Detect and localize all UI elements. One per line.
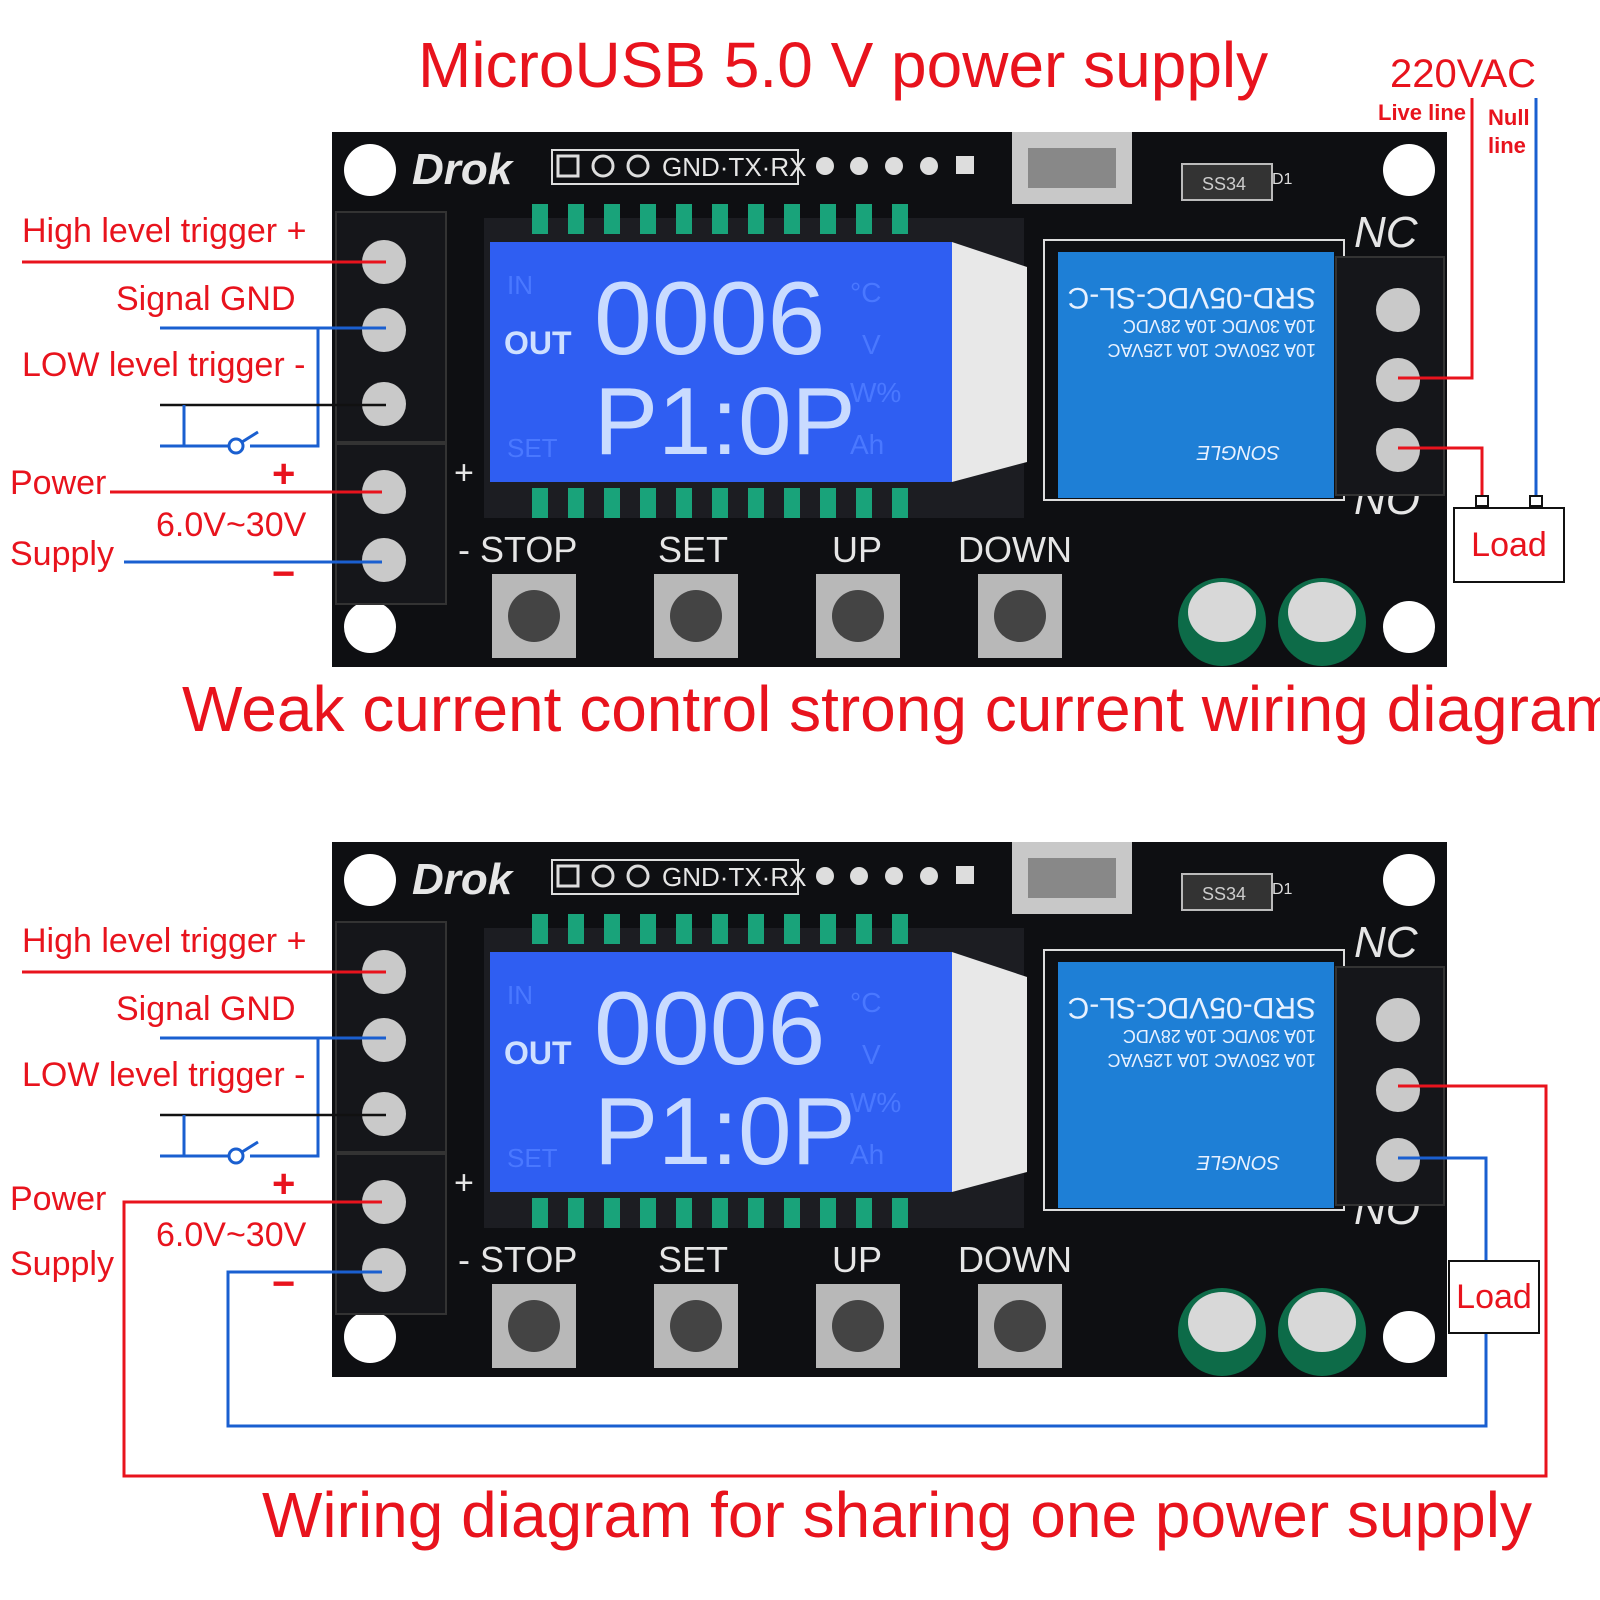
minus-sign-bottom: − (272, 1262, 296, 1306)
diode-label: SS34 (1202, 174, 1246, 194)
board-bottom-svg: Drok GND·TX·RX SS34 D1 IN OUT SET 0006 (332, 842, 1447, 1377)
relay-model: SRD-05VDC-SL-C (1068, 281, 1316, 314)
lcd-unit-v: V (862, 1039, 881, 1070)
lcd-line-1: 0006 (594, 261, 825, 377)
lcd-set-label: SET (507, 1143, 558, 1173)
relay-model: SRD-05VDC-SL-C (1068, 991, 1316, 1024)
voltage-range-top: 6.0V~30V (156, 506, 307, 544)
lcd-line-2: P1:0P (594, 368, 856, 475)
lcd-unit-ah: Ah (850, 429, 884, 460)
relay-rating-1: 10A 30VDC 10A 28VDC (1123, 316, 1316, 336)
voltage-range-bottom: 6.0V~30V (156, 1216, 307, 1254)
lcd-unit-w: W% (850, 1087, 901, 1118)
high-trigger-label-top: High level trigger + (22, 212, 307, 250)
brand-logo: Drok (412, 145, 515, 194)
signal-gnd-label-bottom: Signal GND (116, 990, 296, 1028)
diode-ref: D1 (1272, 881, 1293, 898)
pcb-plus-label: + (454, 454, 474, 492)
nc-label: NC (1354, 208, 1419, 257)
lcd-set-label: SET (507, 433, 558, 463)
live-line-label: Live line (1378, 100, 1467, 125)
nc-label: NC (1354, 918, 1419, 967)
stop-button-label: - STOP (458, 529, 577, 570)
high-trigger-label-bottom: High level trigger + (22, 922, 307, 960)
signal-gnd-label-top: Signal GND (116, 280, 296, 318)
lcd-line-1: 0006 (594, 971, 825, 1087)
diode-label: SS34 (1202, 884, 1246, 904)
mains-voltage: 220VAC (1390, 52, 1537, 96)
bottom-title: Wiring diagram for sharing one power sup… (262, 1479, 1532, 1551)
brand-logo: Drok (412, 855, 515, 904)
null-line-label: Null line (1488, 105, 1530, 158)
middle-title: Weak current control strong current wiri… (182, 673, 1600, 745)
load-box-top: Load (1453, 507, 1565, 583)
up-button-label: UP (832, 1239, 882, 1280)
diode-ref: D1 (1272, 171, 1293, 188)
top-wires (22, 98, 1543, 564)
load-box-bottom: Load (1448, 1260, 1540, 1334)
down-button-label: DOWN (958, 1239, 1072, 1280)
lcd-line-2: P1:0P (594, 1078, 856, 1185)
down-button-label: DOWN (958, 529, 1072, 570)
lcd-in-label: IN (507, 270, 533, 300)
relay-rating-2: 10A 250VAC 10A 125VAC (1108, 1050, 1317, 1070)
lcd-unit-w: W% (850, 377, 901, 408)
header-pin-label: GND·TX·RX (662, 152, 806, 182)
relay-brand: SONGLE (1196, 1151, 1280, 1173)
lcd-unit-c: °C (850, 987, 881, 1018)
minus-sign-top: − (272, 552, 296, 596)
supply-label-bottom: Supply (10, 1245, 114, 1283)
up-button-label: UP (832, 529, 882, 570)
board-top: Drok GND·TX·RX SS34 D1 IN OUT (332, 132, 1447, 672)
board-bottom: Drok GND·TX·RX SS34 D1 IN OUT SET 0006 (332, 842, 1447, 1382)
plus-sign-bottom: + (272, 1162, 296, 1206)
plus-sign-top: + (272, 452, 296, 496)
relay-brand: SONGLE (1196, 441, 1280, 463)
board-top-svg: Drok GND·TX·RX SS34 D1 IN OUT (332, 132, 1447, 667)
relay-rating-2: 10A 250VAC 10A 125VAC (1108, 340, 1317, 360)
header-pin-label: GND·TX·RX (662, 862, 806, 892)
set-button-label: SET (658, 1239, 728, 1280)
set-button-label: SET (658, 529, 728, 570)
supply-label-top: Supply (10, 535, 114, 573)
lcd-in-label: IN (507, 980, 533, 1010)
relay-rating-1: 10A 30VDC 10A 28VDC (1123, 1026, 1316, 1046)
low-trigger-label-top: LOW level trigger - (22, 346, 306, 384)
top-title: MicroUSB 5.0 V power supply (418, 29, 1269, 101)
power-label-bottom: Power (10, 1180, 107, 1218)
pcb-plus-label: + (454, 1164, 474, 1202)
lcd-unit-v: V (862, 329, 881, 360)
stop-button-label: - STOP (458, 1239, 577, 1280)
lcd-out-label: OUT (504, 325, 572, 361)
low-trigger-label-bottom: LOW level trigger - (22, 1056, 306, 1094)
lcd-out-label: OUT (504, 1035, 572, 1071)
lcd-unit-c: °C (850, 277, 881, 308)
power-label-top: Power (10, 464, 107, 502)
lcd-unit-ah: Ah (850, 1139, 884, 1170)
